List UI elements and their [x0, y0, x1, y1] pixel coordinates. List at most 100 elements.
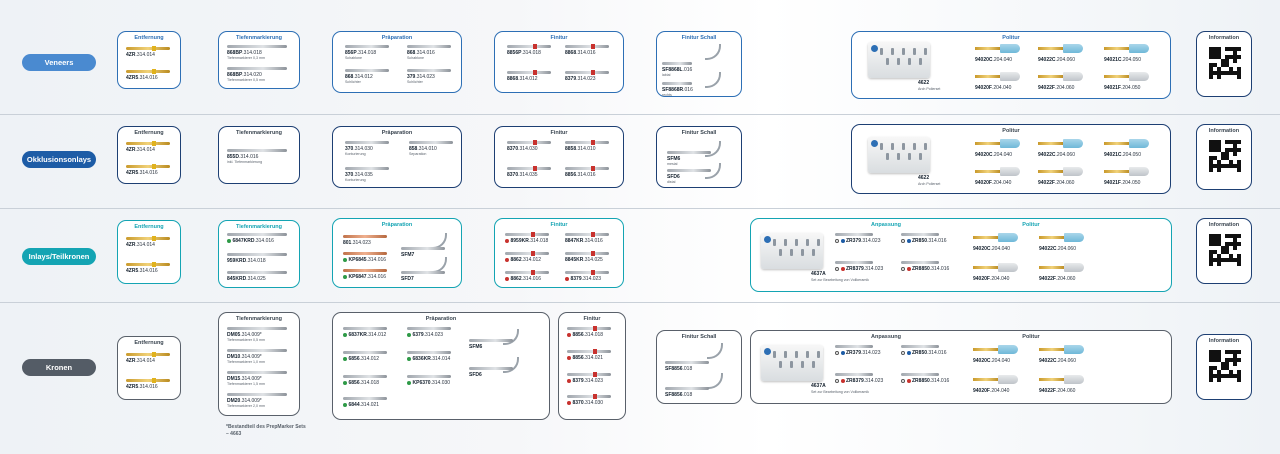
qr-code-icon[interactable]	[1209, 47, 1241, 79]
instrument-item[interactable]: 6856.314.012	[343, 351, 423, 362]
instrument-item[interactable]: 6836KR.314.014	[407, 351, 487, 362]
instrument-item[interactable]: 8370.314.030	[567, 394, 647, 406]
instrument-item[interactable]: 8379.314.023	[567, 372, 647, 384]
instrument-item[interactable]: 801.314.023	[343, 235, 423, 246]
polisher-label[interactable]: 94020F.204.040	[975, 180, 1012, 186]
instrument-item[interactable]: SFD6	[469, 367, 549, 378]
instrument-item[interactable]: SFM6	[469, 339, 549, 350]
instrument-item[interactable]: 8370.314.030	[507, 140, 587, 152]
polisher-label[interactable]: 94020C.204.040	[973, 246, 1010, 252]
instrument-item[interactable]: SFD7	[401, 271, 481, 282]
instrument-item[interactable]: 4ZR5.314.016	[126, 378, 206, 390]
polisher-label[interactable]: 94020F.204.040	[975, 85, 1012, 91]
adjustment-item[interactable]: ZR379.314.023	[835, 233, 915, 244]
instrument-item[interactable]: 4ZR.314.014	[126, 352, 206, 364]
instrument-item[interactable]: 8858.314.010	[565, 140, 645, 152]
instrument-item[interactable]: 6379.314.023	[407, 327, 487, 338]
instrument-item[interactable]: SFM7	[401, 247, 481, 258]
instrument-item[interactable]: 8868.314.016	[565, 44, 645, 56]
instrument-item[interactable]: SF8856.018	[665, 361, 745, 372]
adjustment-item[interactable]: ZR379.314.023	[835, 345, 915, 356]
polisher-label[interactable]: 94020F.204.040	[973, 276, 1010, 282]
instrument-item[interactable]: 8862.314.012	[505, 251, 585, 263]
instrument-item[interactable]: 6856.314.018	[343, 375, 423, 386]
instrument-item[interactable]: DM20.314.009*Tiefenmarkierer 2,0 mm	[227, 393, 307, 409]
polisher-label[interactable]: 94020F.204.040	[973, 388, 1010, 394]
instrument-item[interactable]: 8856.314.016	[565, 166, 645, 178]
instrument-item[interactable]: DM05.314.009*Tiefenmarkierer 0,5 mm	[227, 327, 307, 343]
instrument-item[interactable]: KP6847.314.016	[343, 269, 423, 280]
adjustment-item[interactable]: ZR8379.314.023	[835, 261, 915, 272]
instrument-item[interactable]: 6847KRD.314.016	[227, 233, 307, 244]
adjustment-item[interactable]: ZR850.314.016	[901, 233, 981, 244]
instrument-item[interactable]: 8856.314.021	[567, 349, 647, 361]
polisher-label[interactable]: 94021F.204.050	[1104, 85, 1141, 91]
polisher-label[interactable]: 94020C.204.040	[975, 152, 1012, 158]
instrument-item[interactable]: DM15.314.009*Tiefenmarkierer 1,5 mm	[227, 371, 307, 387]
polisher-label[interactable]: 94021C.204.050	[1104, 57, 1141, 63]
instrument-item[interactable]: 4ZR.314.014	[126, 236, 206, 248]
instrument-item[interactable]: 8370.314.035	[507, 166, 587, 178]
instrument-item[interactable]: KP6845.314.016	[343, 252, 423, 263]
instrument-item[interactable]: 8868.314.012	[507, 70, 587, 82]
adjustment-item[interactable]: ZR8850.314.016	[901, 261, 981, 272]
polisher-label[interactable]: 94022F.204.060	[1039, 388, 1076, 394]
instrument-item[interactable]: 8379.314.023	[565, 70, 645, 82]
polisher-label[interactable]: 94022C.204.060	[1038, 57, 1075, 63]
adjustment-item[interactable]: ZR8379.314.023	[835, 373, 915, 384]
instrument-item[interactable]: 8959KR.314.018	[505, 232, 585, 244]
color-ring-icon	[533, 140, 538, 145]
instrument-item[interactable]: 4ZR5.314.016	[126, 69, 206, 81]
indication-pill-inlays[interactable]: Inlays/Teilkronen	[22, 248, 96, 265]
qr-code-icon[interactable]	[1209, 140, 1241, 172]
instrument-item[interactable]: KP6370.314.030	[407, 375, 487, 386]
adjustment-item[interactable]: ZR8850.314.016	[901, 373, 981, 384]
polisher-label[interactable]: 94022F.204.060	[1038, 180, 1075, 186]
polisher-label[interactable]: 94021C.204.050	[1104, 152, 1141, 158]
instrument-item[interactable]: 8847KR.314.016	[565, 232, 645, 244]
instrument-item[interactable]: 8379.314.023	[565, 270, 645, 282]
instrument-item[interactable]: 959KRD.314.018	[227, 253, 307, 264]
adjustment-item[interactable]: ZR850.314.016	[901, 345, 981, 356]
polisher-label[interactable]: 94022F.204.060	[1039, 276, 1076, 282]
qr-code-icon[interactable]	[1209, 350, 1241, 382]
instrument-item[interactable]: 8856P.314.018	[507, 44, 587, 56]
instrument-item[interactable]: 8856.314.018	[567, 326, 647, 338]
polisher-label[interactable]: 94022C.204.060	[1038, 152, 1075, 158]
polisher-label[interactable]: 94020C.204.040	[973, 358, 1010, 364]
polisher-label[interactable]: 94021F.204.050	[1104, 180, 1141, 186]
instrument-item[interactable]: 4ZR5.314.016	[126, 164, 206, 176]
indication-pill-okklusionsonlays[interactable]: Okklusionsonlays	[22, 151, 96, 168]
indication-pill-veneers[interactable]: Veneers	[22, 54, 96, 71]
instrument-item[interactable]: 845KRD.314.025	[227, 271, 307, 282]
instrument-item[interactable]: SF8856.018	[665, 387, 745, 398]
instrument-item[interactable]: 8862.314.016	[505, 270, 585, 282]
polisher-label[interactable]: 94022C.204.060	[1039, 358, 1076, 364]
instrument-item[interactable]: 4ZR5.314.016	[126, 262, 206, 274]
instrument-item[interactable]: 4ZR.314.014	[126, 46, 206, 58]
polisher-label[interactable]: 94022F.204.060	[1038, 85, 1075, 91]
instrument-item[interactable]: 8845KR.314.025	[565, 251, 645, 263]
qr-code-icon[interactable]	[1209, 234, 1241, 266]
polisher-label[interactable]: 94020C.204.040	[975, 57, 1012, 63]
instrument-item[interactable]: 6837KR.314.012	[343, 327, 423, 338]
indication-pill-kronen[interactable]: Kronen	[22, 359, 96, 376]
instrument-item[interactable]: 6844.314.021	[343, 397, 423, 408]
instrument-item[interactable]: DM10.314.009*Tiefenmarkierer 1,0 mm	[227, 349, 307, 365]
polisher-label[interactable]: 94022C.204.060	[1039, 246, 1076, 252]
instrument-item[interactable]: 4ZR.314.014	[126, 141, 206, 153]
